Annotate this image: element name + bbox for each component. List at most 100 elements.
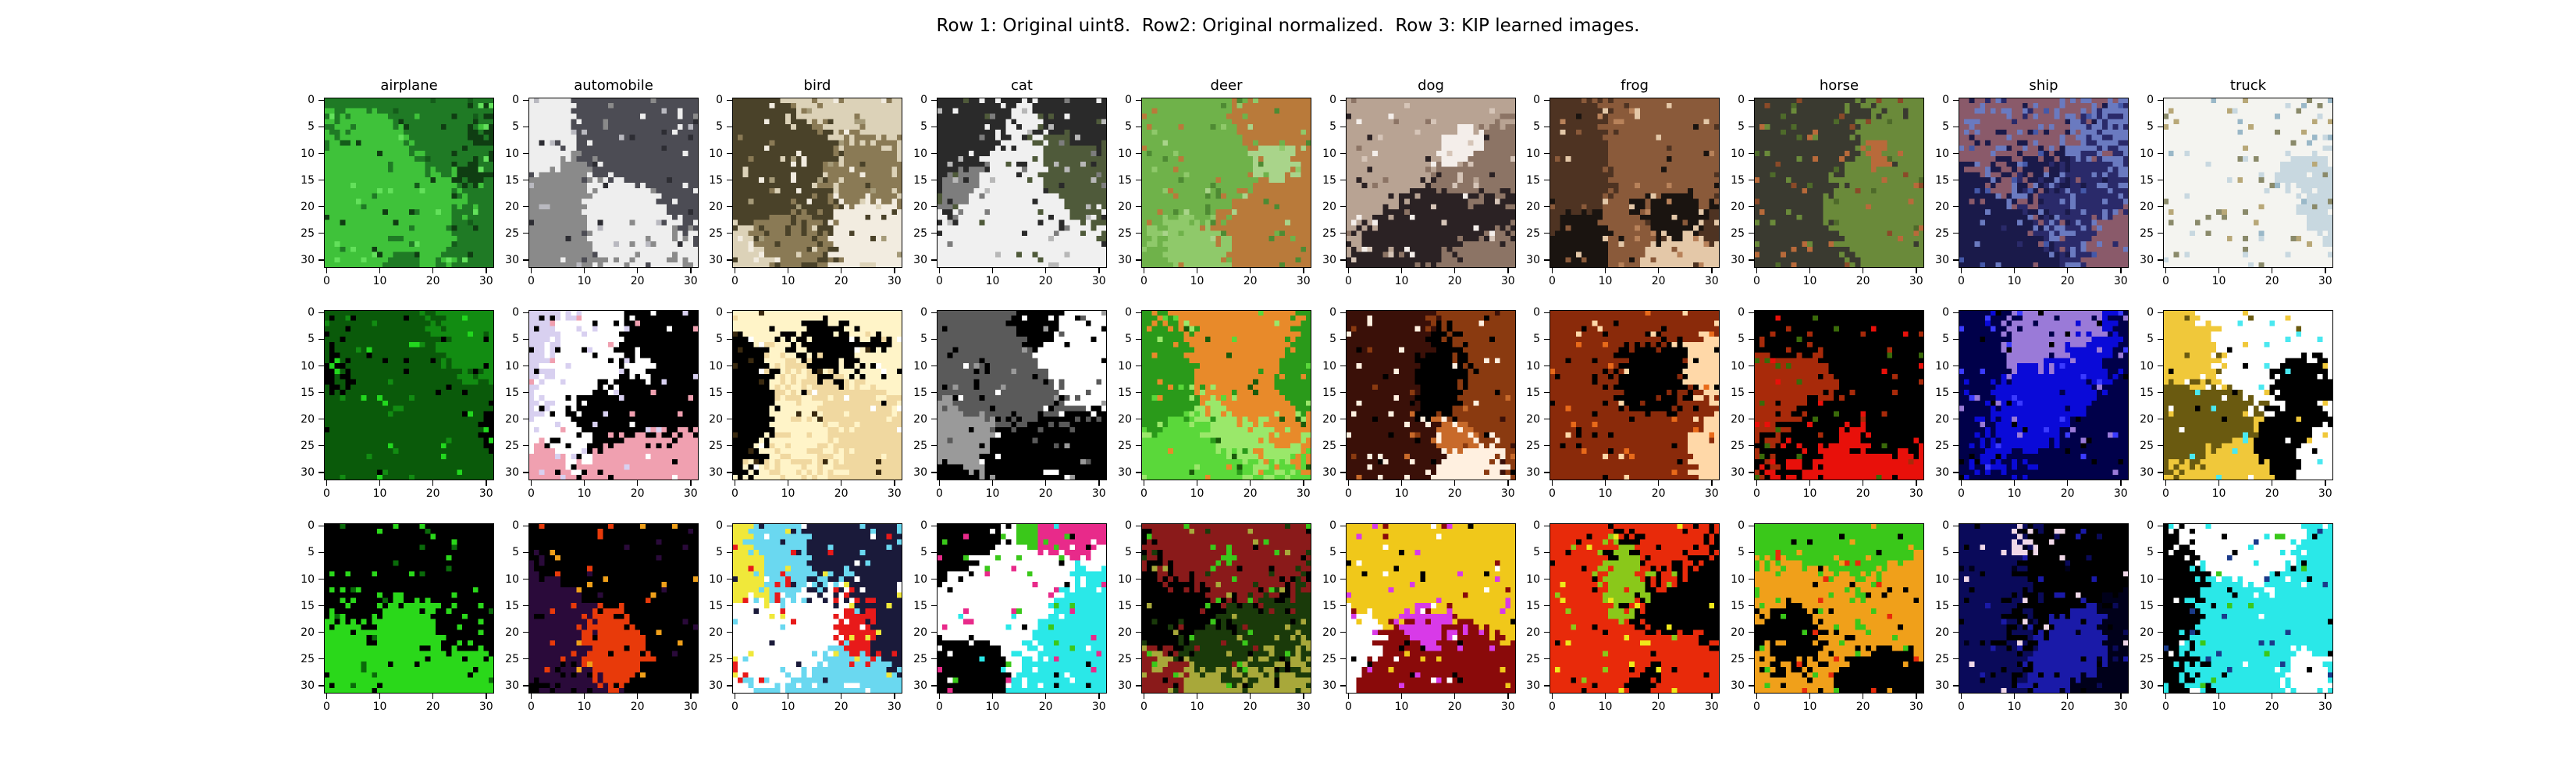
image-truck (2163, 310, 2333, 480)
column-title-deer: deer (1210, 77, 1243, 94)
x-tick (326, 694, 328, 699)
y-tick (318, 152, 324, 155)
x-tick (636, 694, 639, 699)
y-tick (727, 525, 732, 527)
y-tick-label: 5 (2147, 333, 2154, 346)
image-cat (937, 523, 1107, 694)
y-tick-label: 25 (505, 652, 519, 665)
x-tick (1862, 268, 1864, 273)
y-tick-label: 15 (2140, 386, 2154, 399)
x-tick-label: 0 (322, 275, 330, 287)
y-tick-label: 30 (1731, 679, 1745, 692)
y-tick (1136, 338, 1141, 341)
image-frog (1550, 523, 1720, 694)
x-tick (1303, 480, 1304, 486)
y-tick (727, 472, 732, 473)
image-horse (1754, 98, 1924, 268)
x-tick-label: 0 (1140, 701, 1147, 713)
y-tick-label: 10 (1935, 147, 1949, 160)
x-tick (583, 268, 585, 273)
y-tick-label: 5 (716, 546, 723, 559)
x-tick-label: 30 (479, 275, 493, 287)
y-tick (1544, 338, 1550, 341)
x-tick-label: 10 (781, 487, 795, 500)
y-tick (523, 604, 528, 607)
x-tick-label: 10 (577, 275, 592, 287)
x-tick-label: 10 (2211, 701, 2226, 713)
x-tick-label: 10 (2211, 487, 2226, 500)
x-tick (2066, 480, 2069, 486)
y-tick-label: 25 (1526, 652, 1540, 665)
x-tick-label: 0 (731, 701, 738, 713)
x-tick-label: 0 (2161, 487, 2169, 500)
x-tick-label: 30 (2113, 275, 2128, 287)
y-tick (318, 658, 324, 660)
x-tick (1143, 694, 1145, 699)
x-tick-label: 0 (2161, 275, 2169, 287)
x-tick-label: 10 (985, 487, 1000, 500)
y-tick (1749, 444, 1754, 447)
y-tick (2158, 312, 2163, 314)
y-tick-label: 10 (913, 147, 927, 160)
x-tick (2271, 268, 2273, 273)
y-tick-label: 5 (920, 546, 927, 559)
y-tick-label: 10 (1322, 572, 1336, 586)
y-tick-label: 15 (1731, 386, 1745, 399)
y-tick-label: 30 (1118, 679, 1132, 692)
y-tick (318, 338, 324, 341)
x-tick-label: 30 (1704, 487, 1719, 500)
y-tick (931, 472, 937, 473)
x-tick-label: 30 (1091, 701, 1106, 713)
y-tick-label: 25 (1935, 439, 1949, 452)
x-tick (2271, 480, 2273, 486)
y-tick-label: 15 (1526, 386, 1540, 399)
y-tick-label: 20 (913, 412, 927, 426)
x-tick (1249, 268, 1251, 273)
y-tick (727, 99, 732, 102)
y-tick-label: 10 (913, 572, 927, 586)
y-tick-label: 20 (1322, 412, 1336, 426)
y-tick-label: 5 (2147, 546, 2154, 559)
y-tick-label: 15 (913, 599, 927, 612)
x-tick (1809, 694, 1811, 699)
y-tick (727, 551, 732, 554)
y-tick (1953, 99, 1959, 102)
x-tick-label: 20 (2060, 487, 2075, 500)
x-tick (1551, 694, 1553, 699)
y-tick (1136, 631, 1141, 633)
y-tick (727, 179, 732, 181)
y-tick (1340, 126, 1346, 128)
y-tick (727, 418, 732, 420)
y-tick (523, 578, 528, 580)
x-tick-label: 0 (1548, 487, 1556, 500)
column-title-truck: truck (2229, 77, 2267, 94)
y-tick-label: 30 (1322, 253, 1336, 266)
x-tick (734, 480, 736, 486)
y-tick-label: 20 (301, 200, 315, 213)
y-tick-label: 15 (1118, 386, 1132, 399)
x-tick-label: 30 (1704, 275, 1719, 287)
y-tick-label: 0 (920, 306, 927, 319)
x-tick (2066, 268, 2069, 273)
y-tick (523, 472, 528, 473)
x-tick (1916, 268, 1917, 273)
x-tick-label: 10 (985, 275, 1000, 287)
x-tick (1143, 480, 1145, 486)
x-tick (2325, 268, 2326, 273)
y-tick (318, 551, 324, 554)
x-tick (1657, 694, 1660, 699)
x-tick (2325, 694, 2326, 699)
y-tick (931, 444, 937, 447)
y-tick (1749, 365, 1754, 367)
y-tick (523, 685, 528, 686)
y-tick-label: 10 (1731, 359, 1745, 373)
y-tick-label: 15 (1731, 599, 1745, 612)
y-tick-label: 5 (1738, 333, 1745, 346)
y-tick (1544, 152, 1550, 155)
